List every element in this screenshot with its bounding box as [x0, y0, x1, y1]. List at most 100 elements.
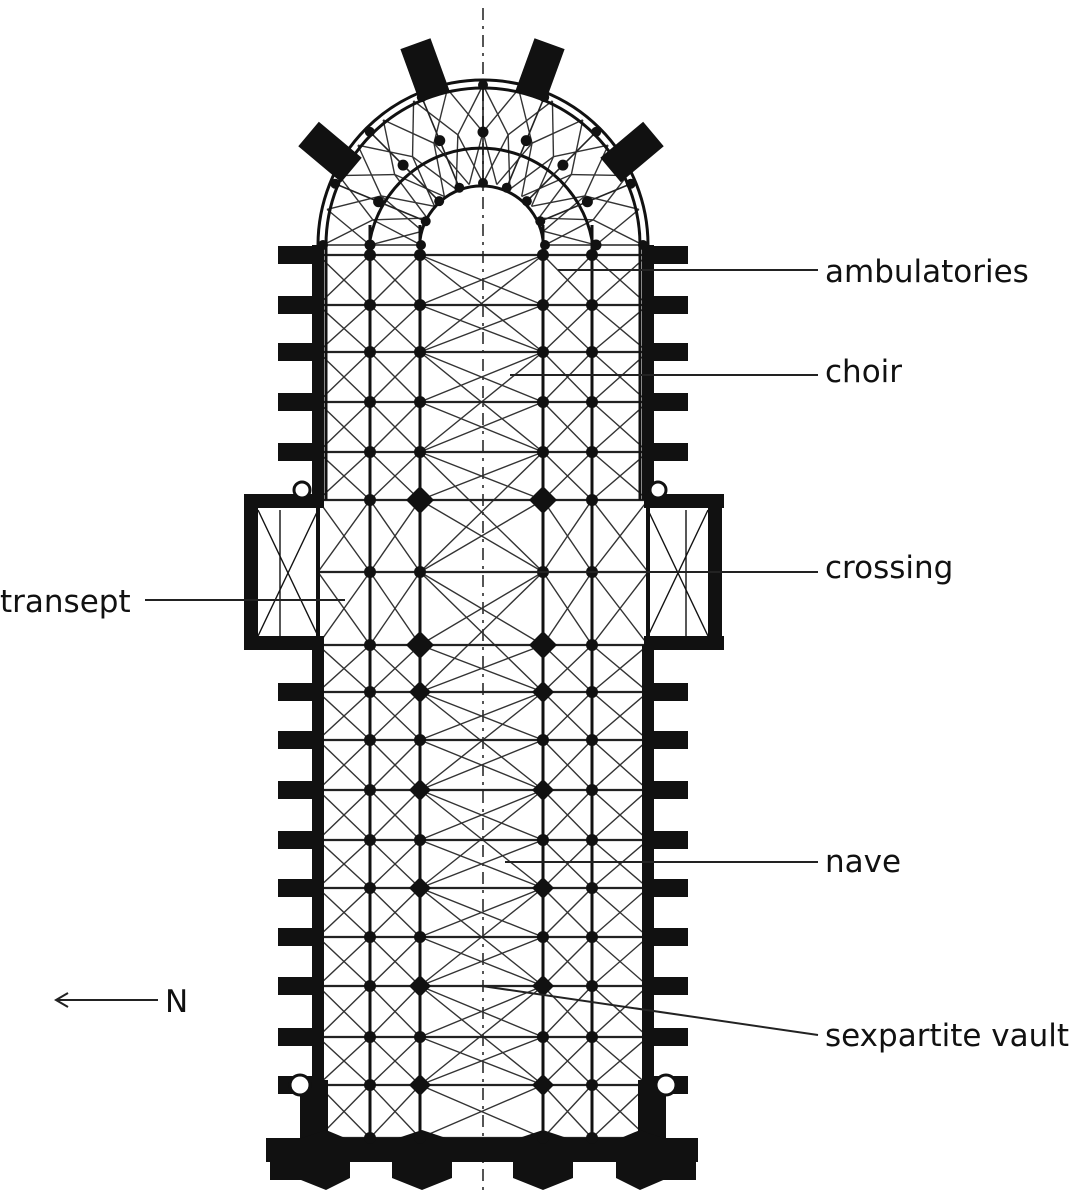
- apse-pier: [364, 239, 376, 251]
- vault-rib: [318, 839, 371, 889]
- main-pier: [532, 877, 554, 899]
- apse-rib: [482, 84, 509, 136]
- vault-rib: [369, 304, 421, 353]
- buttress: [644, 977, 688, 995]
- apse-rib: [584, 144, 609, 197]
- vault-rib: [542, 644, 593, 693]
- apse-pier: [501, 182, 512, 193]
- pier: [414, 299, 426, 311]
- vault-rib: [369, 1084, 421, 1139]
- apse-rib: [509, 156, 554, 190]
- buttress: [644, 683, 688, 701]
- north-arrow-label: N: [165, 984, 188, 1020]
- apse-rib: [553, 144, 609, 158]
- apse-pier: [364, 126, 375, 137]
- vault-rib: [419, 839, 544, 889]
- buttress: [644, 343, 688, 361]
- vault-rib: [591, 1036, 648, 1086]
- vault-rib: [542, 839, 593, 889]
- pier: [586, 639, 598, 651]
- apse-rib: [372, 219, 422, 246]
- outer-wall: [642, 245, 654, 500]
- pier: [364, 1031, 376, 1043]
- vault-rib: [591, 887, 648, 938]
- vault-rib: [318, 739, 371, 791]
- apse-rib: [433, 143, 446, 197]
- sexpartite-rib: [419, 985, 544, 1086]
- buttress: [278, 731, 322, 749]
- pier: [537, 931, 549, 943]
- apse-rib: [517, 88, 533, 144]
- apse-rib: [446, 88, 484, 133]
- apse-pier: [416, 240, 426, 250]
- apse-rib: [551, 100, 555, 157]
- pier: [586, 931, 598, 943]
- vault-rib: [419, 351, 544, 403]
- main-pier: [409, 877, 431, 899]
- apse-pier: [330, 178, 341, 189]
- vault-rib: [369, 644, 421, 693]
- apse-pier: [591, 126, 602, 137]
- main-pier: [532, 681, 554, 703]
- apse-rib: [592, 175, 628, 221]
- apse-rib: [326, 195, 382, 211]
- vault-rib: [542, 739, 593, 791]
- pier: [364, 1132, 376, 1144]
- pier: [414, 1031, 426, 1043]
- pier: [537, 446, 549, 458]
- vault-rib: [591, 985, 648, 1038]
- apse-rib: [592, 219, 644, 246]
- apse-rib: [357, 144, 382, 197]
- apse-rib: [369, 230, 423, 246]
- vault-rib: [419, 451, 544, 501]
- pier: [364, 931, 376, 943]
- vault-rib: [318, 985, 371, 1038]
- pier: [364, 882, 376, 894]
- apse-pier: [420, 216, 431, 227]
- pier: [364, 299, 376, 311]
- apse-pier: [434, 135, 446, 147]
- apse-pier: [318, 240, 328, 250]
- vault-rib: [591, 571, 648, 646]
- apse-pier: [581, 196, 593, 208]
- vault-rib: [419, 789, 544, 841]
- vault-rib: [419, 254, 544, 306]
- label-ambulatories: ambulatories: [825, 254, 1029, 290]
- apse-rib: [380, 195, 424, 232]
- vault-rib: [369, 451, 421, 501]
- apse-rib: [357, 144, 413, 158]
- main-pier: [532, 1074, 554, 1096]
- west-facade: [266, 1073, 698, 1190]
- buttress: [644, 879, 688, 897]
- apse-rib: [413, 100, 459, 136]
- apse-pier: [540, 240, 550, 250]
- buttress: [644, 393, 688, 411]
- pier: [364, 494, 376, 506]
- vault-rib: [318, 789, 371, 841]
- apse-pier: [535, 216, 546, 227]
- pier: [586, 1079, 598, 1091]
- apse-chapel-buttresses: [298, 38, 664, 183]
- apse-rib: [595, 208, 640, 246]
- sexpartite-rib: [419, 254, 544, 353]
- vault-rib: [419, 401, 544, 453]
- pier: [586, 834, 598, 846]
- apse-pier: [477, 126, 489, 138]
- pier: [364, 686, 376, 698]
- buttress: [644, 443, 688, 461]
- crossing-pier: [529, 486, 557, 514]
- buttress: [278, 1028, 322, 1046]
- vault-rib: [369, 499, 421, 573]
- vault-rib: [542, 1084, 593, 1139]
- apse-rib: [457, 84, 484, 136]
- apse-rib: [521, 173, 572, 198]
- pier: [586, 1132, 598, 1144]
- vault-rib: [419, 571, 544, 646]
- outer-wall: [312, 645, 324, 1140]
- vault-rib: [419, 1084, 544, 1139]
- apse-rib: [322, 219, 374, 246]
- pier: [586, 734, 598, 746]
- apse-rib: [538, 174, 572, 219]
- apse-rib: [482, 131, 498, 185]
- apse-rib: [507, 100, 553, 136]
